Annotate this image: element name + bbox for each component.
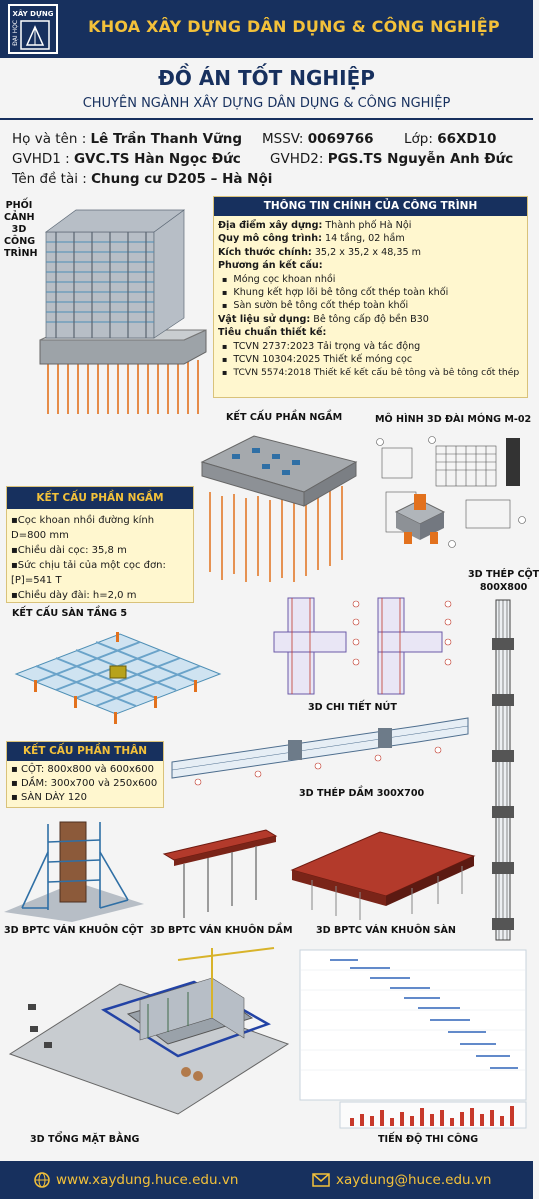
footer-bar: www.xaydung.huce.edu.vn xaydung@huce.edu… bbox=[0, 1161, 533, 1199]
title-divider bbox=[0, 118, 533, 120]
project-scale: Quy mô công trình: 14 tầng, 02 hầm bbox=[218, 233, 405, 245]
topic-label: Tên đề tài : bbox=[12, 171, 87, 187]
gvhd2-label: GVHD2: bbox=[270, 151, 324, 167]
list-item: ▪Chiều dày đài: h=2,0 m bbox=[11, 590, 137, 601]
student-name: Lê Trần Thanh Vững bbox=[90, 131, 242, 147]
header-bar: XÂY DỰNG ĐẠI HỌC KHOA XÂY DỰNG DÂN DỤNG … bbox=[0, 0, 533, 58]
structure-list: Móng cọc khoan nhồi Khung kết hợp lõi bê… bbox=[218, 273, 523, 313]
list-item: TCVN 2737:2023 Tải trọng và tác động bbox=[222, 340, 523, 353]
beam-steel-illustration bbox=[171, 717, 469, 786]
project-info-box: THÔNG TIN CHÍNH CỦA CÔNG TRÌNH Địa điểm … bbox=[213, 196, 528, 398]
logo-text-top: XÂY DỰNG bbox=[12, 10, 54, 18]
superstructure-heading: KẾT CẤU PHẦN THÂN bbox=[7, 742, 163, 761]
beam-formwork-illustration bbox=[162, 829, 278, 918]
steel-column-caption: 3D THÉP CỘT 800X800 bbox=[468, 569, 539, 593]
mail-icon bbox=[312, 1173, 330, 1187]
project-material: Vật liệu sử dụng: Bê tông cấp độ bền B30 bbox=[218, 313, 429, 325]
floor5-caption: KẾT CẤU SÀN TẦNG 5 bbox=[12, 608, 128, 619]
project-size: Kích thước chính: 35,2 x 35,2 x 48,35 m bbox=[218, 246, 421, 258]
logo-text-side: ĐẠI HỌC bbox=[12, 20, 19, 46]
list-item: Móng cọc khoan nhồi bbox=[222, 273, 523, 286]
list-item: ▪ DẦM: 300x700 và 250x600 bbox=[11, 778, 158, 789]
perspective-caption: PHỐI CẢNH 3D CÔNG TRÌNH bbox=[4, 200, 38, 259]
pilecap-model-illustration bbox=[376, 436, 526, 548]
schedule-caption: TIẾN ĐỘ THI CÔNG bbox=[378, 1134, 479, 1145]
project-location: Địa điểm xây dựng: Thành phố Hà Nội bbox=[218, 220, 412, 231]
slab-formwork-caption: 3D BPTC VÁN KHUÔN SÀN bbox=[316, 925, 456, 936]
column-formwork-illustration bbox=[4, 821, 144, 922]
building-3d-illustration bbox=[39, 209, 207, 414]
beam-steel-caption: 3D THÉP DẦM 300X700 bbox=[299, 788, 425, 799]
superstructure-box: KẾT CẤU PHẦN THÂN ▪ CỘT: 800x800 và 600x… bbox=[6, 741, 164, 808]
page-subtitle: CHUYÊN NGÀNH XÂY DỰNG DÂN DỤNG & CÔNG NG… bbox=[82, 96, 451, 111]
substructure-heading: KẾT CẤU PHẦN NGẦM bbox=[7, 487, 193, 509]
list-item: ▪Chiều dài cọc: 35,8 m bbox=[11, 545, 127, 556]
student-name-row: Họ và tên : Lê Trần Thanh Vững bbox=[12, 131, 242, 147]
gvhd1-label: GVHD1 : bbox=[12, 151, 70, 167]
project-structure-label: Phương án kết cấu: bbox=[218, 260, 323, 272]
gvhd2-row: GVHD2: PGS.TS Nguyễn Anh Đức bbox=[270, 151, 513, 167]
student-id-label: MSSV: bbox=[262, 131, 304, 147]
topic-name: Chung cư D205 – Hà Nội bbox=[91, 171, 273, 187]
beam-formwork-caption: 3D BPTC VÁN KHUÔN DẦM bbox=[150, 925, 293, 936]
email-link[interactable]: xaydung@huce.edu.vn bbox=[336, 1172, 492, 1188]
logo-emblem-icon bbox=[20, 20, 50, 50]
university-logo: XÂY DỰNG ĐẠI HỌC bbox=[8, 4, 58, 54]
list-item: D=800 mm bbox=[11, 530, 69, 541]
list-item: ▪ CỘT: 800x800 và 600x600 bbox=[11, 764, 154, 775]
student-id: 0069766 bbox=[307, 131, 374, 147]
pilecap-model-caption: MÔ HÌNH 3D ĐÀI MÓNG M-02 bbox=[375, 414, 532, 425]
gvhd1-row: GVHD1 : GVC.TS Hàn Ngọc Đức bbox=[12, 151, 241, 167]
list-item: Khung kết hợp lõi bê tông cốt thép toàn … bbox=[222, 286, 523, 299]
site-plan-caption: 3D TỔNG MẶT BẰNG bbox=[30, 1134, 140, 1145]
list-item: TCVN 10304:2025 Thiết kế móng cọc bbox=[222, 353, 523, 366]
student-class: 66XD10 bbox=[437, 131, 497, 147]
list-item: ▪Sức chịu tải của một cọc đơn: bbox=[11, 560, 166, 571]
site-plan-illustration bbox=[8, 947, 290, 1115]
slab-formwork-illustration bbox=[290, 831, 476, 920]
standards-list: TCVN 2737:2023 Tải trọng và tác động TCV… bbox=[218, 340, 523, 380]
student-class-label: Lớp: bbox=[404, 131, 433, 147]
steel-column-illustration bbox=[492, 599, 514, 941]
gvhd1-name: GVC.TS Hàn Ngọc Đức bbox=[73, 151, 241, 167]
substructure-box: KẾT CẤU PHẦN NGẦM ▪Cọc khoan nhồi đường … bbox=[6, 486, 194, 603]
project-standards-label: Tiêu chuẩn thiết kế: bbox=[218, 327, 327, 339]
list-item: ▪Cọc khoan nhồi đường kính bbox=[11, 515, 155, 526]
student-id-row: MSSV: 0069766 bbox=[262, 131, 374, 147]
faculty-title: KHOA XÂY DỰNG DÂN DỤNG & CÔNG NGHIỆP bbox=[88, 17, 500, 36]
joint-caption: 3D CHI TIẾT NÚT bbox=[308, 702, 397, 713]
website-link[interactable]: www.xaydung.huce.edu.vn bbox=[56, 1172, 239, 1188]
schedule-chart-illustration bbox=[299, 949, 527, 1129]
floor5-structure-illustration bbox=[14, 632, 222, 724]
student-class-row: Lớp: 66XD10 bbox=[404, 131, 496, 147]
list-item: Sàn sườn bê tông cốt thép toàn khối bbox=[222, 299, 523, 312]
gvhd2-name: PGS.TS Nguyễn Anh Đức bbox=[327, 151, 514, 167]
project-info-heading: THÔNG TIN CHÍNH CỦA CÔNG TRÌNH bbox=[214, 197, 527, 216]
list-item: [P]=541 T bbox=[11, 575, 62, 586]
page-title: ĐỒ ÁN TỐT NGHIỆP bbox=[158, 66, 375, 90]
basement-structure-illustration bbox=[200, 435, 358, 582]
topic-row: Tên đề tài : Chung cư D205 – Hà Nội bbox=[12, 171, 272, 187]
column-formwork-caption: 3D BPTC VÁN KHUÔN CỘT bbox=[4, 925, 144, 936]
globe-icon bbox=[34, 1172, 50, 1188]
joint-detail-illustration bbox=[273, 597, 452, 695]
basement-caption: KẾT CẤU PHẦN NGẦM bbox=[226, 412, 343, 423]
list-item: ▪ SÀN DÀY 120 bbox=[11, 792, 87, 803]
student-name-label: Họ và tên : bbox=[12, 131, 87, 147]
list-item: TCVN 5574:2018 Thiết kế kết cấu bê tông … bbox=[222, 366, 523, 379]
